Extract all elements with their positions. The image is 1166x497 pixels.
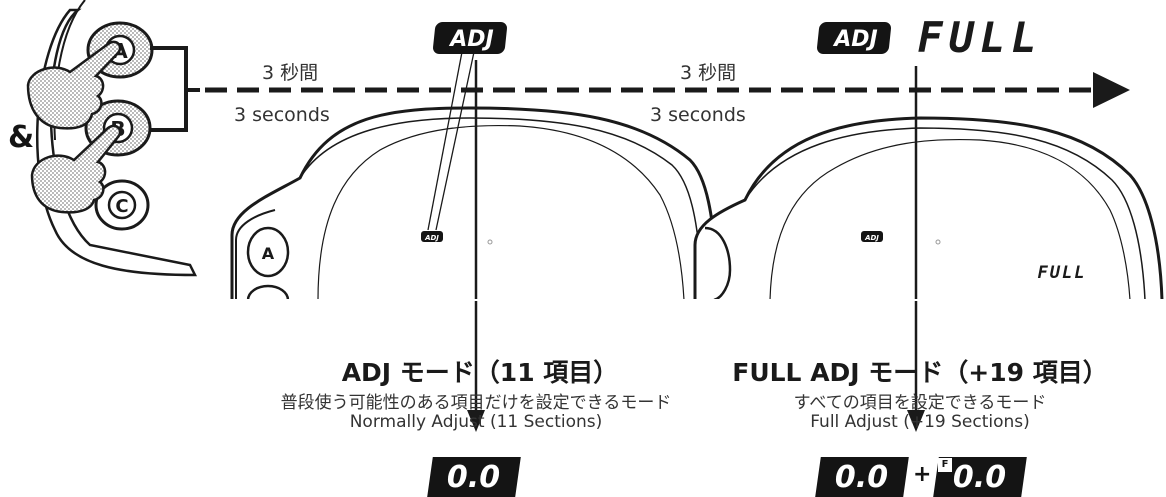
adj-badge-large: ADJ: [433, 22, 507, 54]
down-arrow-adj: [467, 60, 485, 432]
mode-full-desc-jp: すべての項目を設定できるモード: [793, 393, 1047, 413]
adj-badge-large-text: ADJ: [448, 27, 493, 52]
timer-1-jp: 3 秒間: [262, 62, 319, 84]
mode-full-title: FULL ADJ モード（+19 項目）: [732, 358, 1108, 387]
timer-2-jp: 3 秒間: [680, 62, 737, 84]
zoom-callout: [427, 51, 475, 231]
ab-bracket: [150, 46, 200, 132]
meter-full-small-badge-text: ADJ: [864, 234, 879, 242]
timeline-arrow: [205, 72, 1130, 108]
meter-full-small-text: FULL: [1038, 263, 1087, 283]
timer-1-en: 3 seconds: [234, 104, 330, 126]
mode-adj-value: 0.0: [447, 459, 501, 495]
meter-full-small-badge: [861, 231, 883, 242]
button-c[interactable]: C: [94, 179, 150, 231]
adj-full-display-large: ADJ FULL: [817, 13, 1042, 62]
meter-full: ADJ FULL: [693, 116, 1164, 300]
mode-adj-desc-en: Normally Adjust (11 Sections): [349, 412, 603, 432]
ampersand-label: &: [8, 120, 35, 155]
finger-press-b-icon: [30, 124, 122, 214]
meter-button-a-label: A: [262, 244, 275, 263]
mode-adj-desc-jp: 普段使う可能性のある項目だけを設定できるモード: [280, 393, 672, 413]
mode-full-value-1: 0.0: [835, 459, 889, 495]
mode-adj-value-box: 0.0: [427, 457, 521, 497]
meter-button-a: [246, 226, 290, 278]
mode-adj-title: ADJ モード（11 項目）: [341, 358, 619, 387]
adj-full-badge-text: ADJ: [832, 27, 877, 52]
meter-button-b: [246, 284, 290, 300]
meter-adj-small-badge-text: ADJ: [424, 234, 439, 242]
mode-full-value-2: 0.0: [953, 459, 1007, 495]
button-c-label: C: [115, 196, 128, 217]
mode-full-value-box-1: 0.0: [815, 457, 909, 497]
down-arrow-full: [907, 66, 925, 432]
mode-full-desc-en: Full Adjust (+19 Sections): [810, 412, 1030, 432]
finger-press-a-icon: [26, 40, 122, 130]
full-segment-text: FULL: [917, 13, 1042, 62]
mode-full-plus: +: [913, 462, 932, 487]
mode-full-flag-f: F: [938, 458, 952, 472]
timer-2-en: 3 seconds: [650, 104, 746, 126]
meter-adj-small-badge: [421, 231, 443, 242]
